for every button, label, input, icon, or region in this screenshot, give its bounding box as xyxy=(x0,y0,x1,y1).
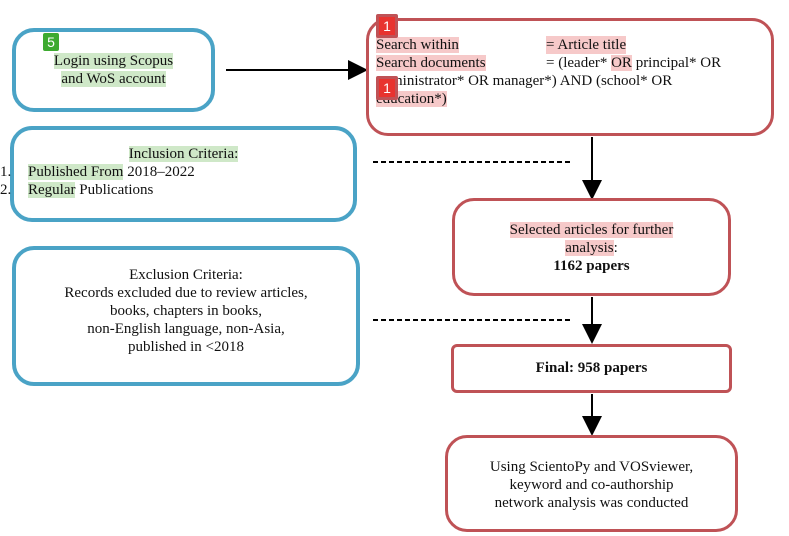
step-badge-5: 5 xyxy=(43,33,59,51)
search-documents-label: Search documents xyxy=(376,55,486,71)
step-badge-1-mid: 1 xyxy=(376,76,398,100)
selected-count: 1162 papers xyxy=(553,258,630,274)
analysis-box xyxy=(445,435,738,532)
analysis-text: Using ScientoPy and VOSviewer, keyword a… xyxy=(445,458,738,512)
analysis-line-3: network analysis was conducted xyxy=(494,495,689,511)
selected-text: Selected articles for further analysis: … xyxy=(452,221,731,275)
login-line-1: Login using Scopus xyxy=(53,53,174,69)
login-text: Login using Scopus and WoS account xyxy=(12,52,215,88)
selected-line-1: Selected articles for further xyxy=(509,222,674,238)
exclusion-box xyxy=(12,246,360,386)
final-box xyxy=(451,344,732,393)
search-within-value: = Article title xyxy=(546,36,627,54)
inclusion-text: Inclusion Criteria: 1.Published From 201… xyxy=(0,145,357,199)
exclusion-text: Exclusion Criteria: Records excluded due… xyxy=(12,266,360,356)
exclusion-line-1: Records excluded due to review articles, xyxy=(64,285,308,301)
final-label: Final: 958 papers xyxy=(535,360,648,376)
search-documents-value: = (leader* OR principal* OR xyxy=(546,55,722,71)
search-text: Search within = Article title Search doc… xyxy=(376,36,766,108)
exclusion-line-2: books, chapters in books, xyxy=(109,303,263,319)
exclusion-title: Exclusion Criteria: xyxy=(129,267,243,283)
inclusion-title: Inclusion Criteria: xyxy=(128,146,239,162)
selected-line-2: analysis xyxy=(565,240,614,256)
login-line-2: and WoS account xyxy=(61,71,166,87)
inclusion-item-2: 2.Regular Publications xyxy=(0,182,154,198)
search-within-label: Search within xyxy=(376,37,459,53)
exclusion-line-3: non-English language, non-Asia, xyxy=(87,321,285,337)
exclusion-line-4: published in <2018 xyxy=(128,339,244,355)
search-line-3: ministrator* OR manager*) AND (school* O… xyxy=(391,73,673,89)
analysis-line-2: keyword and co-authorship xyxy=(509,477,674,493)
analysis-line-1: Using ScientoPy and VOSviewer, xyxy=(489,459,694,475)
inclusion-item-1: 1.Published From 2018–2022 xyxy=(0,164,195,180)
step-badge-1-top: 1 xyxy=(376,14,398,38)
search-or-highlight: OR xyxy=(611,55,632,71)
